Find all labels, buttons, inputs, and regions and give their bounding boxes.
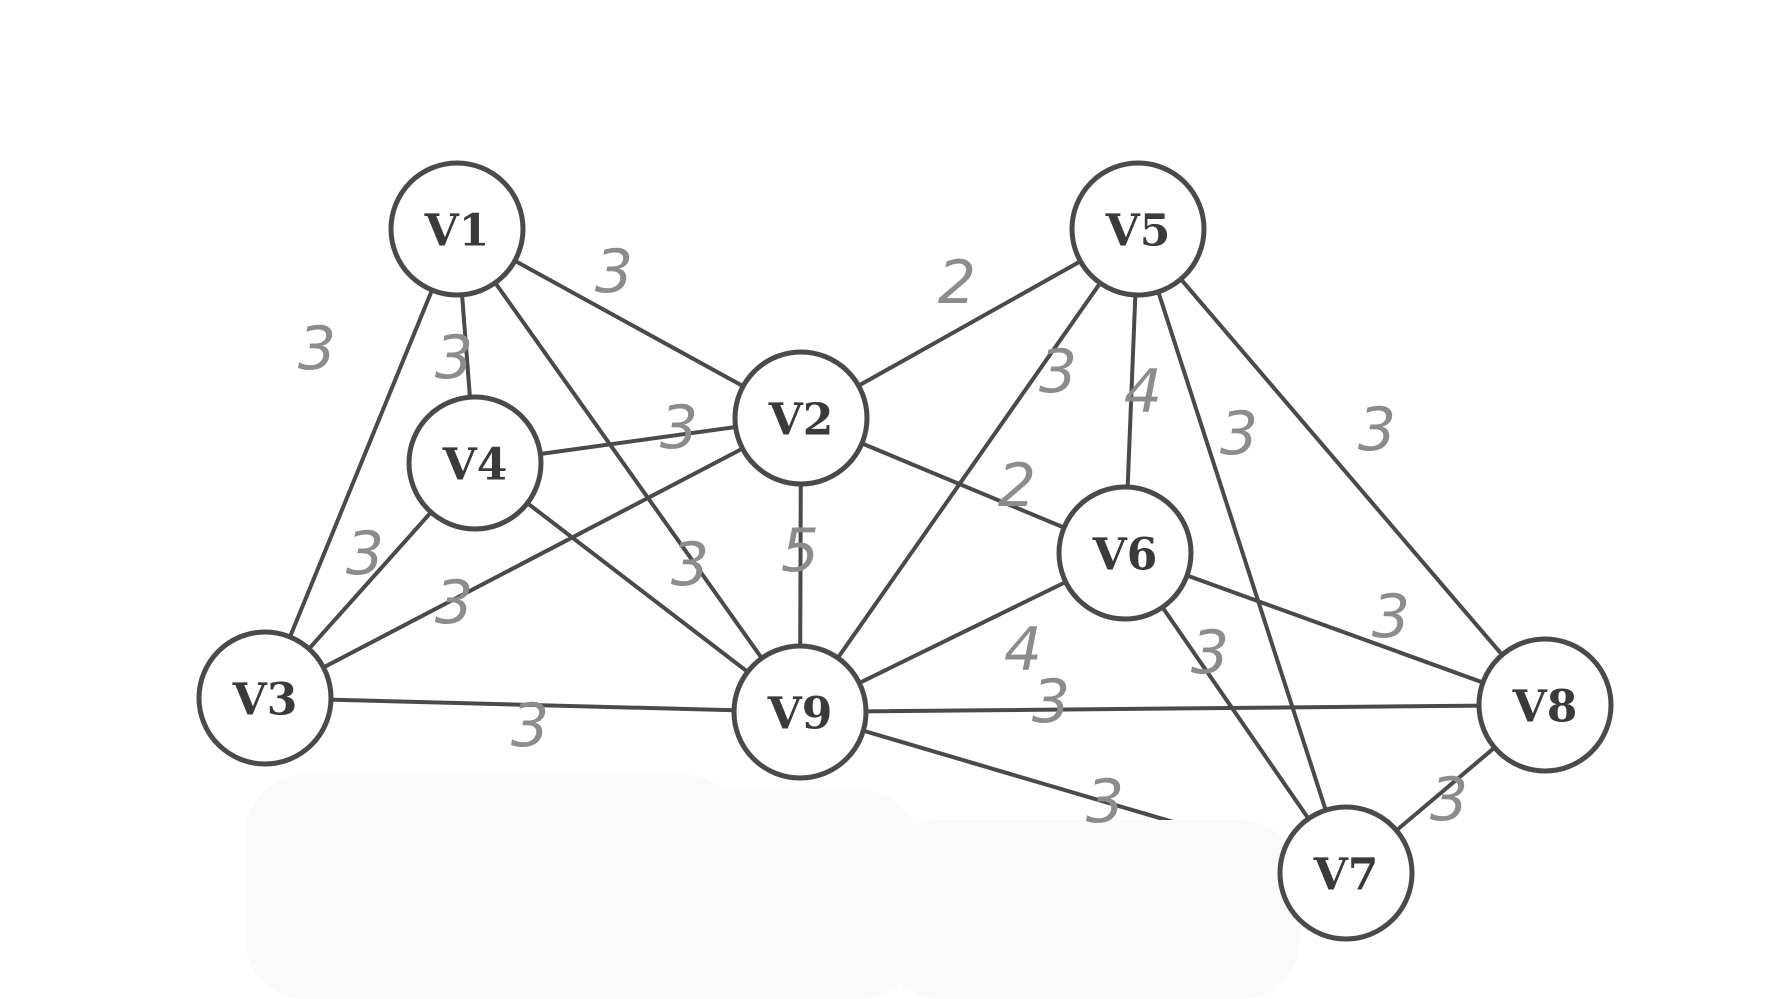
edge-v5-v8 <box>1136 227 1547 707</box>
node-v1: V1 <box>388 160 526 298</box>
node-circle <box>1277 804 1415 942</box>
node-label: V9 <box>767 689 833 740</box>
edge-weight-v2-v9: 5 <box>781 516 819 586</box>
edge-v3-v2 <box>263 416 803 700</box>
edge-weight-v5-v6: 4 <box>1124 357 1162 427</box>
node-label: V1 <box>424 206 490 257</box>
node-v4: V4 <box>406 394 544 532</box>
edge-weight-v6-v9: 4 <box>1004 615 1042 685</box>
node-v3: V3 <box>196 629 334 767</box>
node-label: V8 <box>1512 682 1578 733</box>
node-circle <box>731 643 869 781</box>
edge-v1-v9 <box>455 227 802 714</box>
edge-v5-v9 <box>798 227 1140 714</box>
node-v6: V6 <box>1056 484 1194 622</box>
edge-weight-v4-v3: 3 <box>346 519 384 589</box>
node-v5: V5 <box>1069 160 1207 298</box>
node-circle <box>1056 484 1194 622</box>
edge-weight-v3-v9: 3 <box>511 691 549 761</box>
edge-weight-v9-v7: 3 <box>1086 767 1124 837</box>
edge-v3-v9 <box>263 696 802 714</box>
edge-weight-v6-v8: 3 <box>1372 582 1410 652</box>
erased-patch <box>560 790 920 999</box>
node-circle <box>732 349 870 487</box>
edge-weight-v2-v5: 2 <box>938 248 976 318</box>
edge-weight-v5-v8: 3 <box>1358 395 1396 465</box>
edge-weight-v1-v3: 3 <box>298 314 336 384</box>
node-label: V6 <box>1092 530 1158 581</box>
node-v2: V2 <box>732 349 870 487</box>
edge-v1-v3 <box>263 227 459 700</box>
edge-weight-v9-v8: 3 <box>1032 667 1070 737</box>
node-circle <box>1069 160 1207 298</box>
node-circle <box>406 394 544 532</box>
edge-v9-v8 <box>798 703 1547 714</box>
node-label: V5 <box>1105 206 1171 257</box>
edge-weight-v5-v7: 3 <box>1220 399 1258 469</box>
edge-v5-v7 <box>1136 227 1348 875</box>
edge-weight-v8-v7: 3 <box>1430 765 1468 835</box>
edge-weight-v5-v9: 3 <box>1039 337 1077 407</box>
node-circle <box>196 629 334 767</box>
node-circle <box>388 160 526 298</box>
erased-patch <box>880 820 1300 999</box>
edge-weight-v1-v2: 3 <box>595 237 633 307</box>
erased-area <box>245 775 1300 999</box>
node-v7: V7 <box>1277 804 1415 942</box>
node-v8: V8 <box>1476 636 1614 774</box>
edge-weight-v1-v4: 3 <box>435 323 473 393</box>
edge-weight-v3-v2: 3 <box>435 568 473 638</box>
node-label: V4 <box>442 440 508 491</box>
edge-weight-v6-v7: 3 <box>1191 618 1229 688</box>
node-v9: V9 <box>731 643 869 781</box>
edge-weight-v1-v9: 3 <box>671 530 709 600</box>
node-circle <box>1476 636 1614 774</box>
edge-v6-v8 <box>1123 551 1547 707</box>
node-label: V2 <box>768 395 834 446</box>
node-label: V7 <box>1313 850 1379 901</box>
edge-weight-v4-v2: 3 <box>660 393 698 463</box>
node-label: V3 <box>232 675 298 726</box>
edge-weight-v2-v6: 2 <box>998 451 1036 521</box>
